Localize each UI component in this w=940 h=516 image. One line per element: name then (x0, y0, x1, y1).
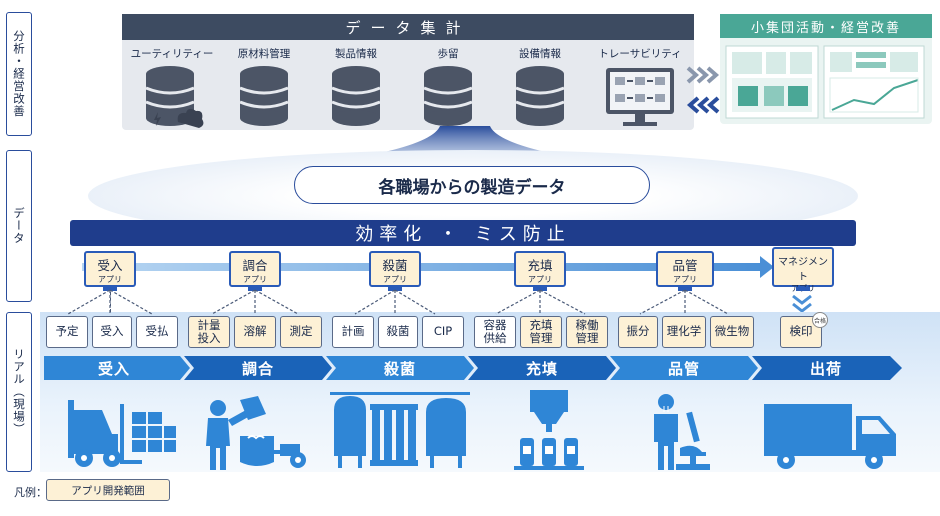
process-blending: 調合 (241, 359, 274, 378)
task-container-supply: 容器 供給 (474, 316, 516, 348)
delivery-truck-icon (764, 404, 896, 469)
task-inspection-stamp: 検印 (780, 316, 822, 348)
data-aggregation-title: データ集計 (122, 14, 694, 40)
task-weighing: 計量 投入 (188, 316, 230, 348)
side-label-real: リアル（現場） (6, 312, 32, 472)
app-flow-arrowhead (760, 256, 774, 278)
sterilization-tanks-icon (330, 392, 470, 468)
app-quality: 品管アプリ (656, 251, 714, 287)
filling-machine-icon (514, 390, 584, 470)
app-receiving: 受入アプリ (84, 251, 136, 287)
data-aggregation-panel: データ集計 ユーティリティー 原材料管理 製品情報 歩留 (122, 14, 694, 130)
db-yield: 歩留 (402, 46, 494, 130)
process-quality: 品管 (667, 359, 700, 378)
worker-mixing-icon (206, 396, 306, 470)
task-issue: 受払 (136, 316, 178, 348)
chevron-down-icon (792, 294, 812, 313)
db-traceability: トレーサビリティ (592, 46, 688, 130)
app-stand (388, 287, 402, 291)
forklift-icon (68, 400, 176, 467)
app-sterilization: 殺菌アプリ (369, 251, 421, 287)
task-dissolve: 溶解 (234, 316, 276, 348)
legend-label: 凡例： (14, 486, 47, 499)
process-chevrons (44, 356, 902, 380)
process-shipping: 出荷 (809, 359, 842, 378)
database-icon (423, 66, 473, 126)
dashboard-screens-icon (725, 45, 925, 119)
app-filling: 充填アプリ (514, 251, 566, 287)
task-measure: 測定 (280, 316, 322, 348)
process-receiving: 受入 (97, 359, 130, 378)
monitor-traceability-icon (606, 68, 674, 126)
process-sterilization: 殺菌 (383, 359, 416, 378)
database-icon (239, 66, 289, 126)
task-physicochemical: 理化学 (662, 316, 706, 348)
database-icon (331, 66, 381, 126)
task-sorting: 振分 (618, 316, 658, 348)
pass-stamp: 合格 (812, 312, 828, 328)
manufacturing-data-title: 各職場からの製造データ (294, 166, 650, 204)
db-utility: ユーティリティー (126, 46, 218, 130)
app-stand (533, 287, 547, 291)
database-cloud-icon (145, 66, 204, 128)
app-stand (678, 287, 692, 291)
process-filling: 充填 (525, 359, 558, 378)
efficiency-banner: 効率化 ・ ミス防止 (70, 220, 856, 246)
task-receive: 受入 (92, 316, 132, 348)
app-management: マネジメントアプリ (772, 247, 834, 293)
app-stand (248, 287, 262, 291)
db-equipment: 設備情報 (494, 46, 586, 130)
app-stand (103, 287, 117, 291)
lab-microscope-icon (654, 394, 710, 470)
task-operation-management: 稼働 管理 (566, 316, 608, 348)
task-microbiology: 微生物 (710, 316, 754, 348)
side-label-analysis: 分析・経営改善 (6, 12, 32, 136)
side-label-data: データ (6, 150, 32, 302)
flow-arrows-icon (686, 66, 720, 114)
task-schedule: 予定 (46, 316, 88, 348)
legend-app-range: アプリ開発範囲 (46, 479, 170, 501)
small-group-activity-title: 小集団活動・経営改善 (720, 14, 932, 38)
task-cip: CIP (422, 316, 464, 348)
app-stand (796, 287, 810, 291)
task-filling-management: 充填 管理 (520, 316, 562, 348)
task-plan: 計画 (332, 316, 374, 348)
db-raw-material: 原材料管理 (218, 46, 310, 130)
dotted-connectors (67, 289, 729, 315)
database-icon (515, 66, 565, 126)
app-flow-arrow (82, 263, 762, 271)
app-blending: 調合アプリ (229, 251, 281, 287)
task-sterilize: 殺菌 (378, 316, 418, 348)
small-group-activity-panel: 小集団活動・経営改善 (720, 14, 932, 124)
db-product-info: 製品情報 (310, 46, 402, 130)
